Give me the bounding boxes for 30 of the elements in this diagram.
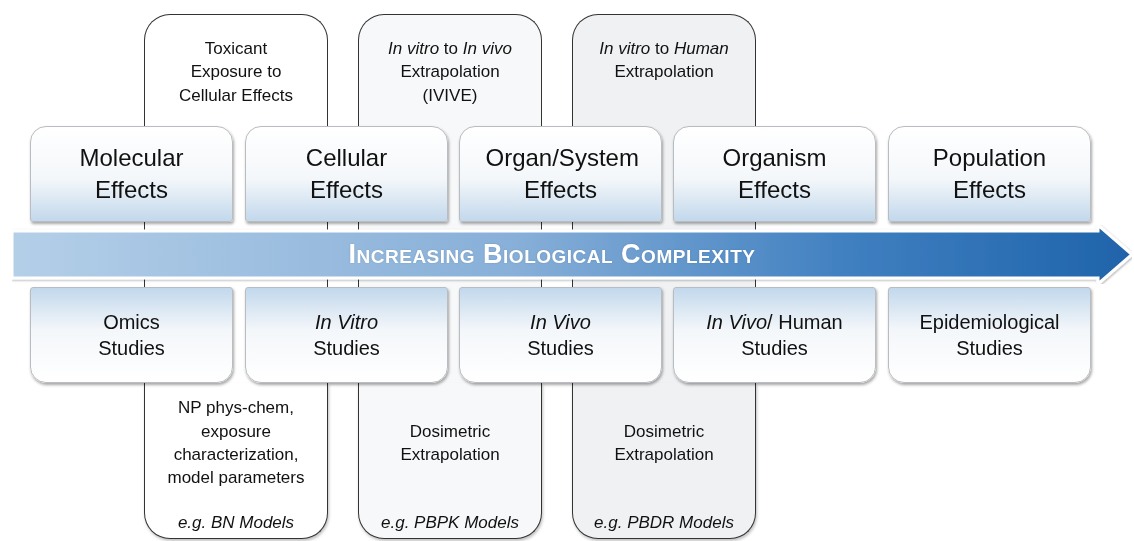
study-label: Epidemiological Studies bbox=[918, 309, 1061, 361]
band-heading: In vitro to In vivo Extrapolation (IVIVE) bbox=[387, 38, 513, 107]
effect-label: Organism Effects bbox=[721, 142, 828, 205]
effect-box bbox=[459, 126, 662, 222]
effect-box bbox=[673, 126, 876, 222]
model-example: e.g. BN Models bbox=[176, 513, 296, 533]
study-box bbox=[245, 287, 448, 383]
study-box bbox=[673, 287, 876, 383]
study-box bbox=[459, 287, 662, 383]
effect-label: Organ/System Effects bbox=[485, 142, 636, 205]
effect-label: Molecular Effects bbox=[78, 142, 185, 205]
study-label: In Vitro Studies bbox=[312, 309, 381, 361]
model-example: e.g. PBPK Models bbox=[380, 513, 520, 533]
effect-box bbox=[888, 126, 1091, 222]
band-heading: In vitro to Human Extrapolation bbox=[598, 38, 730, 84]
effect-box bbox=[30, 126, 233, 222]
arrow-label: Increasing Biological Complexity bbox=[348, 239, 756, 270]
band-text: Dosimetric Extrapolation bbox=[399, 420, 501, 466]
study-label: In Vivo Studies bbox=[526, 309, 595, 361]
effect-box bbox=[245, 126, 448, 222]
effect-label: Cellular Effects bbox=[304, 142, 389, 205]
study-label: In Vivo/ Human Studies bbox=[705, 309, 844, 361]
effect-label: Population Effects bbox=[931, 142, 1048, 205]
study-box bbox=[30, 287, 233, 383]
band-heading: Toxicant Exposure to Cellular Effects bbox=[178, 38, 294, 107]
model-example: e.g. PBDR Models bbox=[593, 513, 735, 533]
band-text: Dosimetric Extrapolation bbox=[613, 420, 715, 466]
study-label: Omics Studies bbox=[97, 309, 166, 361]
band-text: NP phys-chem, exposure characterization, model parameters bbox=[166, 397, 306, 490]
study-box bbox=[888, 287, 1091, 383]
